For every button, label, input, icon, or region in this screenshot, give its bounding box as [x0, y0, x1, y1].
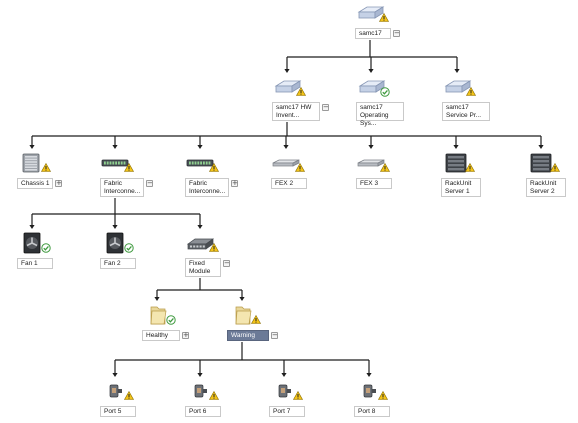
healthy-check-icon — [380, 87, 390, 99]
warning-icon — [292, 390, 304, 402]
arrowhead — [454, 69, 460, 73]
arrowhead — [366, 373, 372, 377]
collapse-toggle[interactable]: − — [393, 29, 400, 37]
warning-icon — [123, 390, 135, 402]
arrowhead — [538, 145, 544, 149]
warning-icon — [250, 314, 262, 326]
node-label: samc17 HW Invent... — [272, 102, 320, 121]
node-label: Port 6 — [185, 406, 221, 417]
warning-icon — [377, 390, 389, 402]
node-label: FEX 2 — [271, 178, 307, 189]
healthy-check-icon — [41, 243, 51, 255]
expand-toggle[interactable]: + — [182, 331, 189, 339]
node-label: Fixed Module — [185, 258, 221, 277]
folder-icon — [142, 304, 172, 328]
folder-icon — [227, 304, 257, 328]
warning-icon — [464, 162, 476, 174]
warning-icon — [295, 86, 307, 98]
port-icon — [100, 380, 130, 404]
warning-icon — [549, 162, 561, 174]
server-blade-icon — [355, 2, 385, 26]
fan-icon — [17, 232, 47, 256]
port-icon — [269, 380, 299, 404]
arrowhead — [112, 373, 118, 377]
node-label: Fan 1 — [17, 258, 53, 269]
node-label: samc17 Operating Sys... — [356, 102, 404, 127]
warning-icon — [378, 12, 390, 24]
port-icon — [354, 380, 384, 404]
fan-icon — [100, 232, 130, 256]
warning-icon — [465, 86, 477, 98]
switch-icon — [100, 152, 130, 176]
warning-icon — [208, 390, 220, 402]
arrowhead — [154, 297, 160, 301]
fex-icon — [356, 152, 386, 176]
arrowhead — [453, 145, 459, 149]
arrowhead — [284, 69, 290, 73]
rack-server-icon — [441, 152, 471, 176]
arrowhead — [29, 145, 35, 149]
arrowhead — [197, 225, 203, 229]
server-blade-icon — [356, 76, 386, 100]
arrowhead — [197, 373, 203, 377]
node-label: FEX 3 — [356, 178, 392, 189]
warning-icon — [40, 162, 52, 174]
node-label: samc17 Service Pr... — [442, 102, 490, 121]
arrowhead — [112, 145, 118, 149]
node-label: Fan 2 — [100, 258, 136, 269]
node-label: RackUnit Server 1 — [441, 178, 481, 197]
warning-icon — [123, 162, 135, 174]
warning-icon — [208, 242, 220, 254]
port-icon — [185, 380, 215, 404]
node-label: Port 8 — [354, 406, 390, 417]
collapse-toggle[interactable]: − — [271, 331, 278, 339]
arrowhead — [29, 225, 35, 229]
fex-icon — [271, 152, 301, 176]
arrowhead — [197, 145, 203, 149]
expand-toggle[interactable]: + — [231, 179, 238, 187]
arrowhead — [112, 225, 118, 229]
chassis-icon — [17, 152, 47, 176]
node-label: Fabric Interconne... — [185, 178, 229, 197]
node-label: Fabric Interconne... — [100, 178, 144, 197]
arrowhead — [283, 145, 289, 149]
arrowhead — [281, 373, 287, 377]
warning-icon — [379, 162, 391, 174]
arrowhead — [368, 69, 374, 73]
node-label: Port 7 — [269, 406, 305, 417]
collapse-toggle[interactable]: − — [223, 259, 230, 267]
arrowhead — [239, 297, 245, 301]
node-label: Healthy — [142, 330, 180, 341]
server-blade-icon — [272, 76, 302, 100]
healthy-check-icon — [124, 243, 134, 255]
node-label: Chassis 1 — [17, 178, 53, 189]
node-label: samc17 — [355, 28, 391, 39]
module-board-icon — [185, 232, 215, 256]
node-label: Port 5 — [100, 406, 136, 417]
switch-icon — [185, 152, 215, 176]
node-label: RackUnit Server 2 — [526, 178, 566, 197]
expand-toggle[interactable]: + — [55, 179, 62, 187]
rack-server-icon — [526, 152, 556, 176]
collapse-toggle[interactable]: − — [322, 103, 329, 111]
healthy-check-icon — [166, 315, 176, 327]
node-label: Warning — [227, 330, 269, 341]
arrowhead — [368, 145, 374, 149]
collapse-toggle[interactable]: − — [146, 179, 153, 187]
warning-icon — [208, 162, 220, 174]
warning-icon — [294, 162, 306, 174]
server-blade-icon — [442, 76, 472, 100]
